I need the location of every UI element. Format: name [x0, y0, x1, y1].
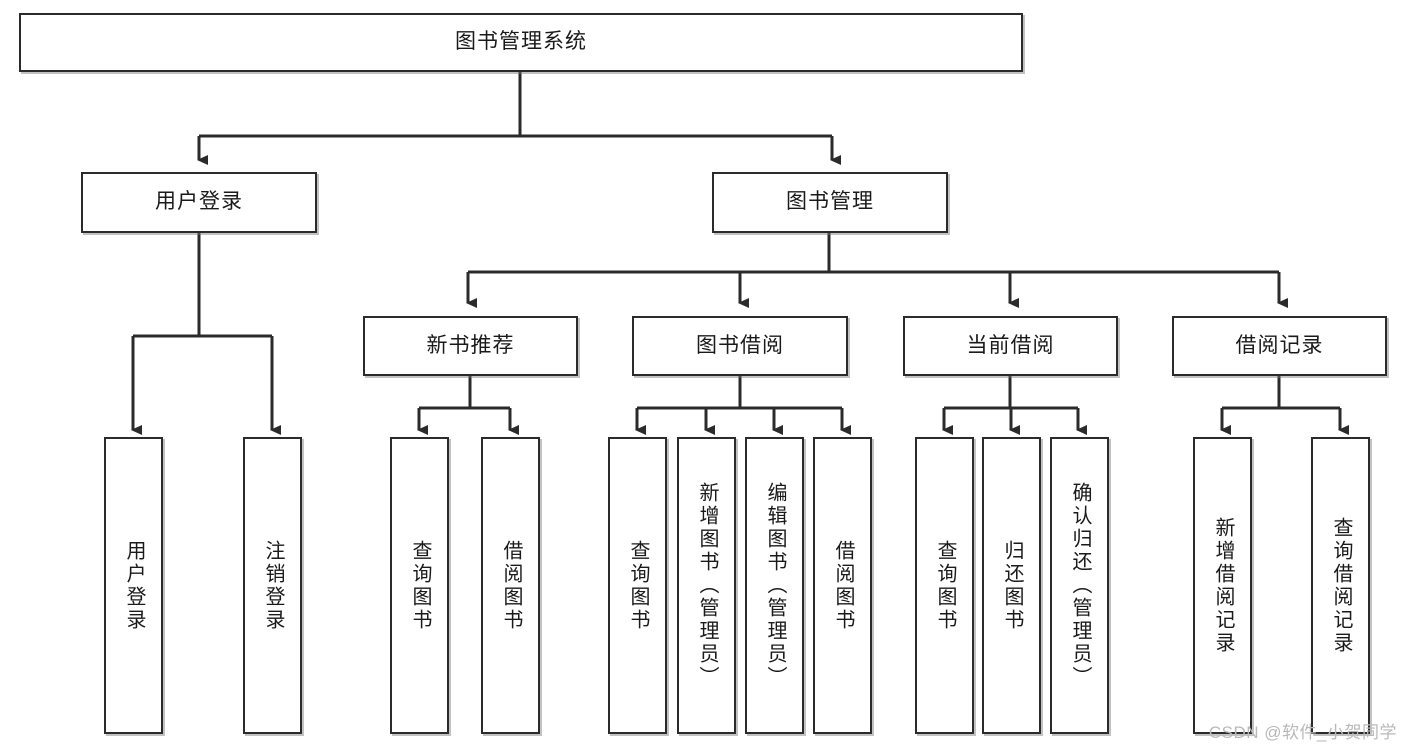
- leaf-add-book-label: 新增图书（管理员）: [696, 482, 718, 689]
- leaf-query-book-2-label: 查询图书: [627, 539, 649, 632]
- node-user-login-label: 用户登录: [155, 190, 243, 214]
- node-current-borrow[interactable]: 当前借阅: [903, 316, 1118, 376]
- leaf-logout[interactable]: 注销登录: [243, 437, 302, 734]
- leaf-borrow-book-2[interactable]: 借阅图书: [813, 437, 872, 734]
- leaf-add-book[interactable]: 新增图书（管理员）: [677, 437, 736, 734]
- leaf-add-record[interactable]: 新增借阅记录: [1193, 437, 1252, 734]
- node-book-manage[interactable]: 图书管理: [712, 172, 948, 233]
- leaf-query-book-3-label: 查询图书: [934, 539, 956, 632]
- leaf-query-book-2[interactable]: 查询图书: [608, 437, 667, 734]
- leaf-edit-book[interactable]: 编辑图书（管理员）: [745, 437, 804, 734]
- node-current-borrow-label: 当前借阅: [966, 333, 1055, 357]
- node-borrow-record-label: 借阅记录: [1235, 333, 1324, 357]
- node-book-borrow-label: 图书借阅: [696, 333, 784, 357]
- leaf-borrow-book-1-label: 借阅图书: [500, 539, 522, 632]
- node-borrow-record[interactable]: 借阅记录: [1172, 316, 1387, 376]
- leaf-return-book-label: 归还图书: [1001, 539, 1023, 632]
- node-new-book-rec[interactable]: 新书推荐: [363, 316, 578, 376]
- leaf-return-book[interactable]: 归还图书: [982, 437, 1041, 734]
- node-user-login[interactable]: 用户登录: [81, 172, 317, 233]
- leaf-query-record-label: 查询借阅记录: [1330, 516, 1352, 655]
- leaf-add-record-label: 新增借阅记录: [1212, 516, 1234, 655]
- node-book-borrow[interactable]: 图书借阅: [632, 316, 848, 376]
- leaf-user-login-label: 用户登录: [123, 539, 145, 632]
- node-root-label: 图书管理系统: [455, 30, 587, 54]
- leaf-confirm-return-label: 确认归还（管理员）: [1069, 482, 1091, 689]
- leaf-edit-book-label: 编辑图书（管理员）: [764, 482, 786, 689]
- node-book-manage-label: 图书管理: [786, 190, 874, 214]
- leaf-query-record[interactable]: 查询借阅记录: [1311, 437, 1370, 734]
- leaf-confirm-return[interactable]: 确认归还（管理员）: [1050, 437, 1109, 734]
- leaf-query-book-3[interactable]: 查询图书: [915, 437, 974, 734]
- leaf-user-login[interactable]: 用户登录: [104, 437, 163, 734]
- leaf-logout-label: 注销登录: [262, 539, 284, 632]
- leaf-query-book-1-label: 查询图书: [409, 539, 431, 632]
- leaf-query-book-1[interactable]: 查询图书: [390, 437, 449, 734]
- leaf-borrow-book-2-label: 借阅图书: [832, 539, 854, 632]
- leaf-borrow-book-1[interactable]: 借阅图书: [481, 437, 540, 734]
- node-root[interactable]: 图书管理系统: [19, 13, 1023, 72]
- node-new-book-rec-label: 新书推荐: [426, 333, 515, 357]
